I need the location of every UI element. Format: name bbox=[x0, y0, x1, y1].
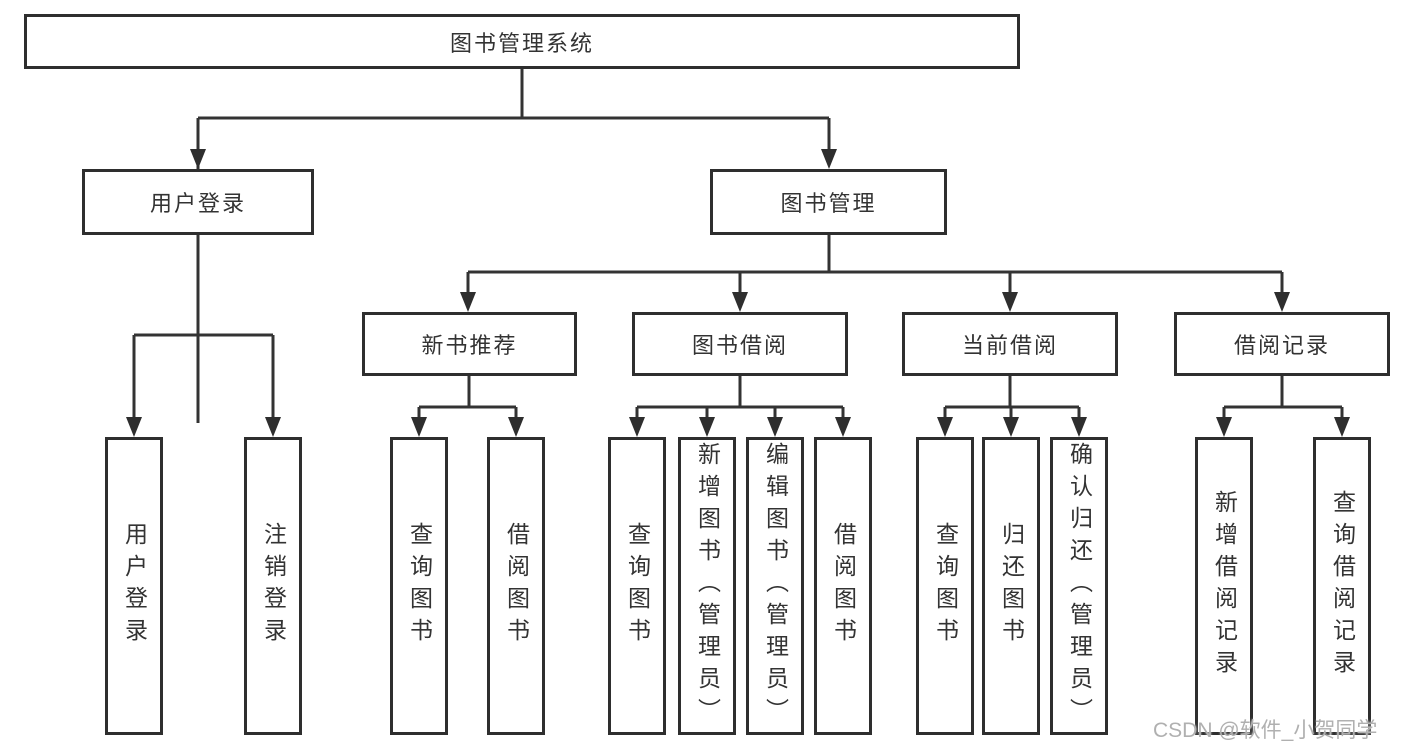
leaf-add-borrow-record-label: 新增借阅记录 bbox=[1211, 490, 1238, 682]
leaf-borrow-books-recommend: 借阅图书 bbox=[487, 437, 545, 735]
leaf-borrow-books-recommend-label: 借阅图书 bbox=[503, 522, 530, 650]
leaf-confirm-return-admin: 确认归还（管理员） bbox=[1050, 437, 1108, 735]
node-new-book-recommend-label: 新书推荐 bbox=[421, 333, 518, 358]
node-current-borrowing: 当前借阅 bbox=[902, 312, 1118, 376]
leaf-return-book-label: 归还图书 bbox=[998, 522, 1025, 650]
node-root: 图书管理系统 bbox=[24, 14, 1020, 69]
leaf-user-login-label: 用户登录 bbox=[121, 522, 148, 650]
node-book-management: 图书管理 bbox=[710, 169, 947, 235]
connector-paths bbox=[132, 68, 1344, 423]
node-book-management-label: 图书管理 bbox=[780, 191, 877, 216]
node-new-book-recommend: 新书推荐 bbox=[362, 312, 577, 376]
leaf-query-borrow-record: 查询借阅记录 bbox=[1313, 437, 1371, 735]
leaf-logout: 注销登录 bbox=[244, 437, 302, 735]
leaf-query-books-current: 查询图书 bbox=[916, 437, 974, 735]
node-book-borrowing-label: 图书借阅 bbox=[691, 333, 788, 358]
leaf-query-books-current-label: 查询图书 bbox=[932, 522, 959, 650]
node-borrowing-records: 借阅记录 bbox=[1174, 312, 1390, 376]
leaf-confirm-return-admin-label: 确认归还（管理员） bbox=[1066, 442, 1093, 730]
leaf-query-books-recommend-label: 查询图书 bbox=[406, 522, 433, 650]
leaf-add-book-admin: 新增图书（管理员） bbox=[678, 437, 736, 735]
node-book-borrowing: 图书借阅 bbox=[632, 312, 848, 376]
leaf-borrow-books: 借阅图书 bbox=[814, 437, 872, 735]
leaf-return-book: 归还图书 bbox=[982, 437, 1040, 735]
leaf-borrow-books-label: 借阅图书 bbox=[830, 522, 857, 650]
leaf-logout-label: 注销登录 bbox=[260, 522, 287, 650]
leaf-edit-book-admin-label: 编辑图书（管理员） bbox=[762, 442, 789, 730]
node-user-login-label: 用户登录 bbox=[149, 191, 246, 216]
node-user-login: 用户登录 bbox=[82, 169, 314, 235]
leaf-query-books-recommend: 查询图书 bbox=[390, 437, 448, 735]
leaf-add-book-admin-label: 新增图书（管理员） bbox=[694, 442, 721, 730]
node-current-borrowing-label: 当前借阅 bbox=[961, 333, 1058, 358]
watermark: CSDN @软件_小贺同学 bbox=[1153, 719, 1378, 742]
arrowhead-icons bbox=[126, 149, 1350, 437]
leaf-add-borrow-record: 新增借阅记录 bbox=[1195, 437, 1253, 735]
leaf-edit-book-admin: 编辑图书（管理员） bbox=[746, 437, 804, 735]
leaf-query-books-borrow: 查询图书 bbox=[608, 437, 666, 735]
node-borrowing-records-label: 借阅记录 bbox=[1233, 333, 1330, 358]
leaf-user-login: 用户登录 bbox=[105, 437, 163, 735]
node-root-label: 图书管理系统 bbox=[449, 30, 594, 56]
leaf-query-books-borrow-label: 查询图书 bbox=[624, 522, 651, 650]
leaf-query-borrow-record-label: 查询借阅记录 bbox=[1329, 490, 1356, 682]
